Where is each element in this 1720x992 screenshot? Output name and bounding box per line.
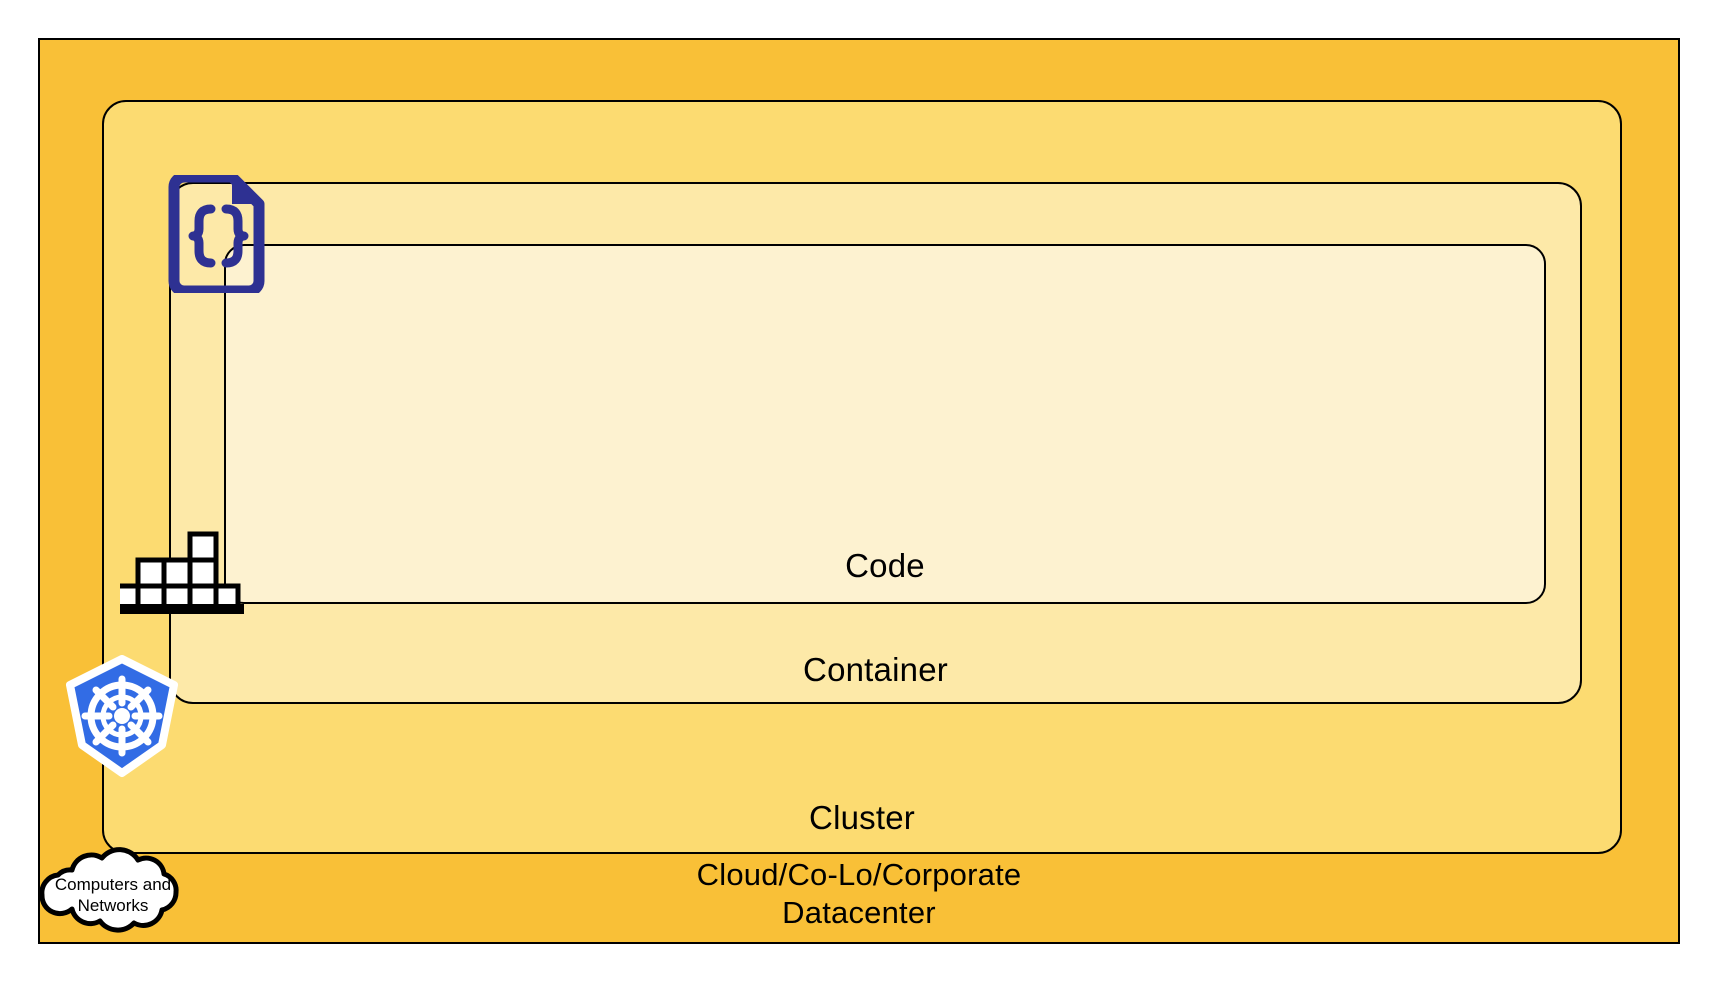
container-boxes-icon [113,530,244,614]
layer-label-cluster: Cluster [809,799,915,836]
computers-and-networks-label: Computers and Networks [54,875,172,915]
layer-label-datacenter: Cloud/Co-Lo/Corporate Datacenter [696,857,1022,930]
kubernetes-icon [58,655,186,779]
layer-cluster[interactable]: Code Container Cluster [102,100,1622,854]
layer-label-code: Code [845,547,925,584]
layer-label-container: Container [803,651,948,688]
layer-container[interactable]: Code Container [169,182,1582,704]
code-file-icon [164,171,269,297]
layer-datacenter[interactable]: Code Container Cluster Cloud/Co-Lo/Corpo… [38,38,1680,944]
computers-and-networks-cloud[interactable]: Computers and Networks [34,846,192,946]
layer-code[interactable]: Code [224,244,1546,604]
